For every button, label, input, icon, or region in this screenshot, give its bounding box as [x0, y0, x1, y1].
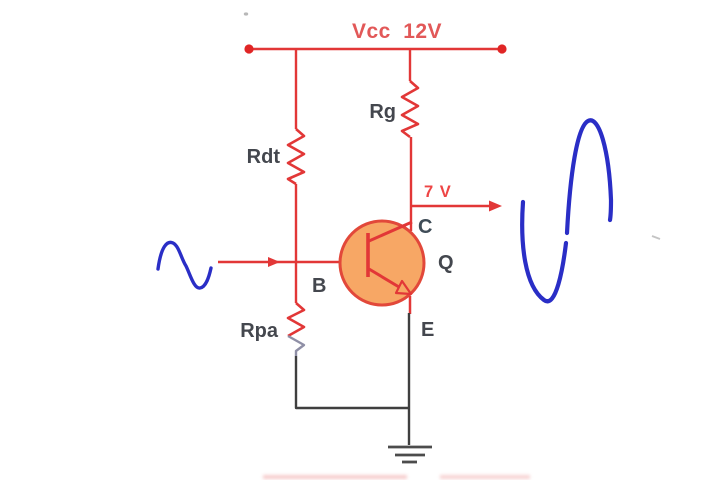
base-terminal-label: B [312, 275, 326, 297]
output-waveform-upper [564, 118, 614, 236]
rail-node-left [244, 44, 254, 54]
rail-node-right [497, 44, 507, 54]
bottom-return-wire [294, 356, 409, 410]
transistor-collector-lead [368, 220, 413, 243]
resistor-rg-label: Rg [369, 101, 396, 123]
speck-right [651, 235, 661, 240]
transistor-designator-label: Q [438, 252, 454, 274]
transistor-emitter-lead [368, 267, 400, 289]
output-signal [520, 118, 614, 304]
resistor-rg [400, 80, 420, 139]
input-arrowhead-icon [268, 257, 280, 267]
supply-voltage-label: Vcc 12V [352, 20, 442, 43]
return-wiring [294, 296, 412, 445]
collector-terminal-label: C [418, 216, 432, 238]
power-rail: Vcc 12V [244, 20, 507, 54]
ground-symbol [388, 445, 432, 464]
cropped-text-smudge-left [263, 475, 407, 479]
emitter-terminal-label: E [421, 319, 434, 341]
speck-top [243, 12, 249, 16]
input-waveform [156, 240, 213, 290]
bias-branch: Rdt Rpa [240, 49, 306, 356]
cropped-text-smudge-right [440, 475, 530, 479]
transistor-body [338, 219, 426, 307]
resistor-rdt-label: Rdt [247, 146, 281, 168]
input-signal [156, 240, 367, 290]
resistor-rpa-label: Rpa [240, 320, 279, 342]
output-tap: 7 V [411, 183, 502, 212]
emitter-arrowhead-icon [394, 279, 413, 296]
resistor-rpa [286, 302, 306, 338]
output-waveform-lower [520, 199, 569, 304]
output-arrowhead-icon [489, 200, 502, 212]
resistor-rdt [286, 128, 306, 186]
collector-voltage-label: 7 V [424, 183, 452, 201]
transistor-symbol: C B E Q [312, 216, 454, 341]
scan-artifacts [243, 12, 661, 479]
resistor-rpa-lower [287, 334, 306, 356]
collector-branch: Rg [369, 49, 420, 231]
